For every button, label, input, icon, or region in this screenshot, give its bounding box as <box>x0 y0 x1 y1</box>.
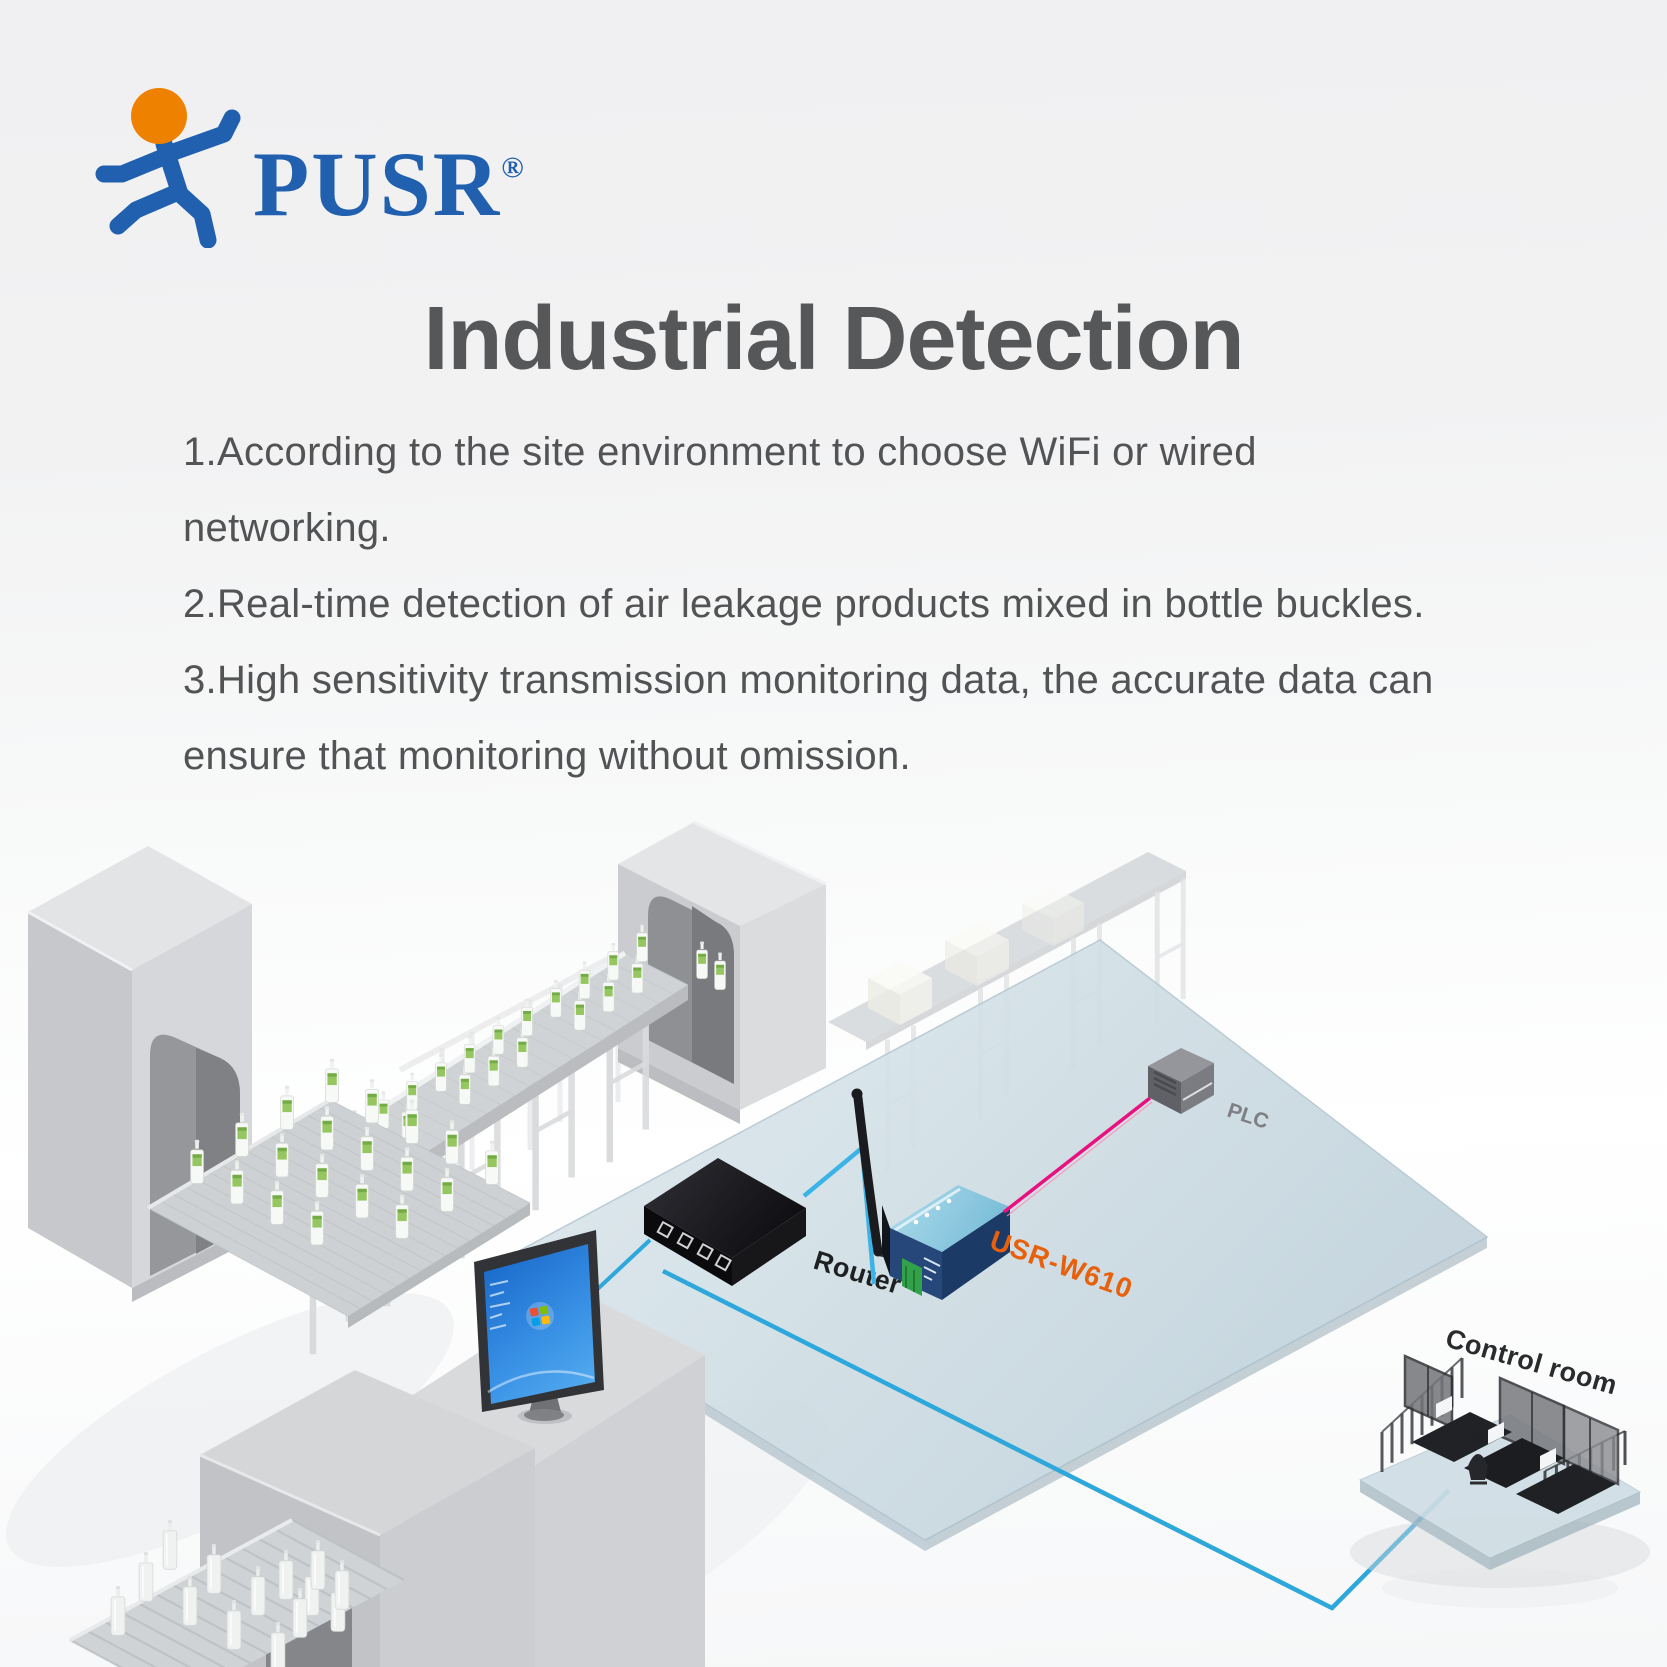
bottle-icon <box>110 1585 126 1636</box>
wifi-antenna <box>853 1093 883 1257</box>
plc <box>1148 1048 1214 1114</box>
bottle-icon <box>607 942 620 981</box>
logo-head-dot <box>131 88 187 144</box>
desk-monitor <box>1540 1448 1556 1470</box>
monitor <box>474 1230 604 1424</box>
operator-person <box>1468 1432 1488 1485</box>
feature-item-2: 2.Real-time detection of air leakage pro… <box>183 582 1425 626</box>
brand-name: PUSR <box>253 133 502 235</box>
bottle-icon <box>138 1551 154 1602</box>
router <box>644 1158 806 1286</box>
desk-monitor <box>1488 1422 1504 1444</box>
desk-monitor <box>1436 1396 1452 1418</box>
page-title: Industrial Detection <box>423 289 1244 389</box>
windows-flag-icon <box>529 1305 551 1327</box>
control-room: Control room <box>1350 1323 1650 1608</box>
carton-box <box>1022 887 1084 946</box>
feature-item-1: 1.According to the site environment to c… <box>183 430 1257 550</box>
feature-item-3: 3.High sensitivity transmission monitori… <box>183 658 1434 778</box>
production-foreground <box>69 1230 705 1667</box>
lan-line-to-control-room <box>661 1268 1451 1611</box>
device-leds <box>913 1198 952 1225</box>
router-ports <box>656 1220 733 1272</box>
bottle-icon <box>377 1090 390 1129</box>
control-room-label: Control room <box>1442 1323 1620 1401</box>
control-desks <box>1412 1396 1616 1514</box>
bottle-icon <box>280 1085 294 1130</box>
carton-box <box>945 923 1009 986</box>
factory-background <box>27 820 1186 1355</box>
device-markings <box>923 1257 941 1281</box>
bottle-icon <box>365 1078 379 1124</box>
plc-vents <box>1153 1070 1177 1097</box>
feature-list: 1.According to the site environment to c… <box>183 414 1463 794</box>
serial-link-line <box>1002 1096 1152 1214</box>
brand-logo: PUSR® <box>90 78 524 248</box>
bottle-icon <box>435 1053 447 1092</box>
screen-text-lines <box>489 1280 511 1330</box>
running-person-logo-icon <box>95 88 241 248</box>
bottle-icon <box>325 1058 339 1103</box>
brand-wordmark: PUSR® <box>253 122 524 230</box>
usr-w610-device <box>851 1088 1010 1300</box>
carton-box <box>868 961 932 1025</box>
registered-mark: ® <box>501 151 524 184</box>
